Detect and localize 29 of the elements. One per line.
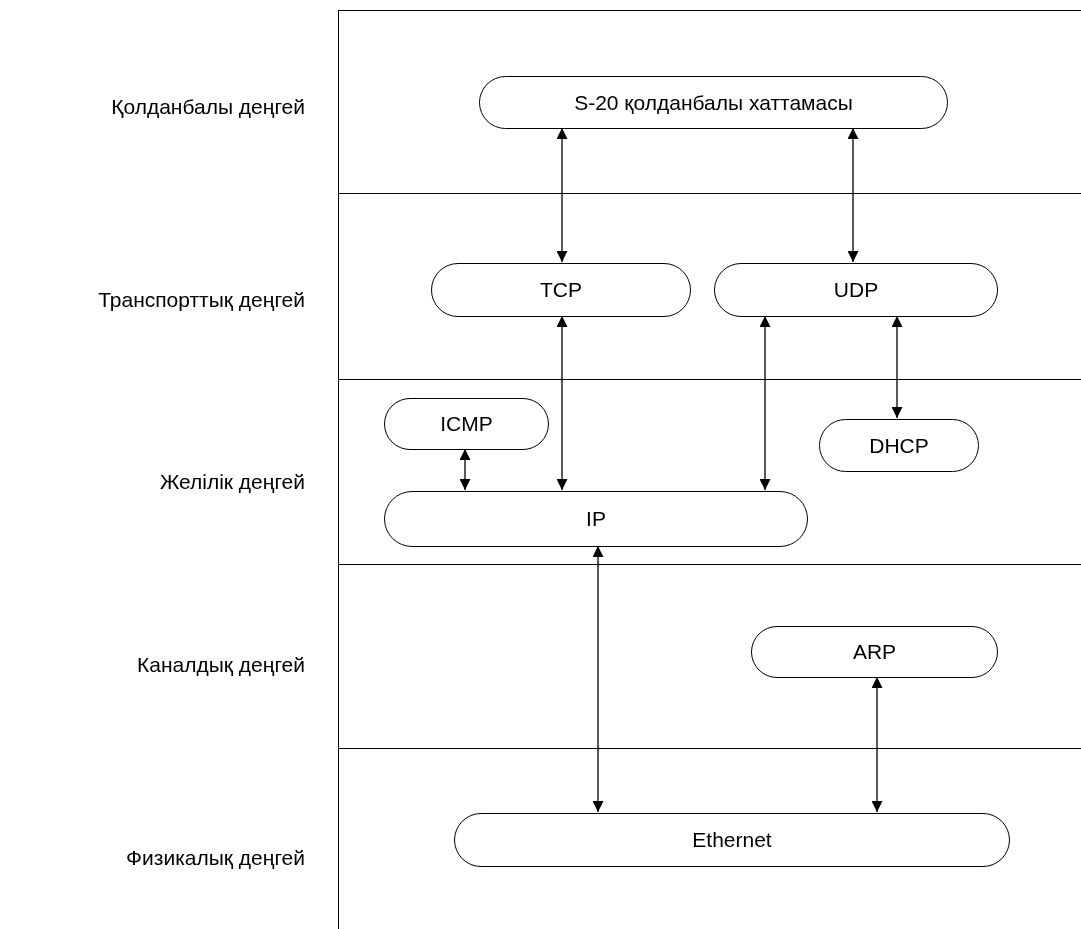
layer-label: Транспорттық деңгей (98, 288, 305, 312)
double-arrow (759, 315, 771, 491)
double-arrow (847, 127, 859, 263)
protocol-name: S-20 қолданбалы хаттамасы (574, 90, 853, 115)
protocol-pill (384, 491, 808, 547)
protocol-name: DHCP (869, 433, 929, 458)
double-arrow (556, 315, 568, 491)
layer-label: Физикалық деңгей (126, 846, 305, 870)
layer-label: Желілік деңгей (159, 470, 305, 494)
double-arrow (891, 315, 903, 419)
double-arrow (556, 127, 568, 263)
protocol-pill (454, 813, 1010, 867)
protocol-name: ARP (852, 640, 897, 664)
protocol-name: Ethernet (692, 828, 772, 852)
protocol-pill (751, 626, 998, 678)
protocol-pill (431, 263, 691, 317)
protocol-pill (384, 398, 549, 450)
protocol-name: ICMP (440, 412, 493, 436)
layer-label: Қолданбалы деңгей (111, 95, 305, 119)
protocol-name: TCP (540, 278, 582, 302)
protocol-name: IP (586, 507, 606, 531)
protocol-name: UDP (833, 278, 879, 302)
layer-label: Каналдық деңгей (137, 653, 305, 677)
double-arrow (459, 448, 471, 491)
double-arrow (871, 676, 883, 813)
double-arrow (592, 545, 604, 813)
protocol-pill (479, 76, 948, 129)
protocol-pill (819, 419, 979, 472)
protocol-pill (714, 263, 998, 317)
